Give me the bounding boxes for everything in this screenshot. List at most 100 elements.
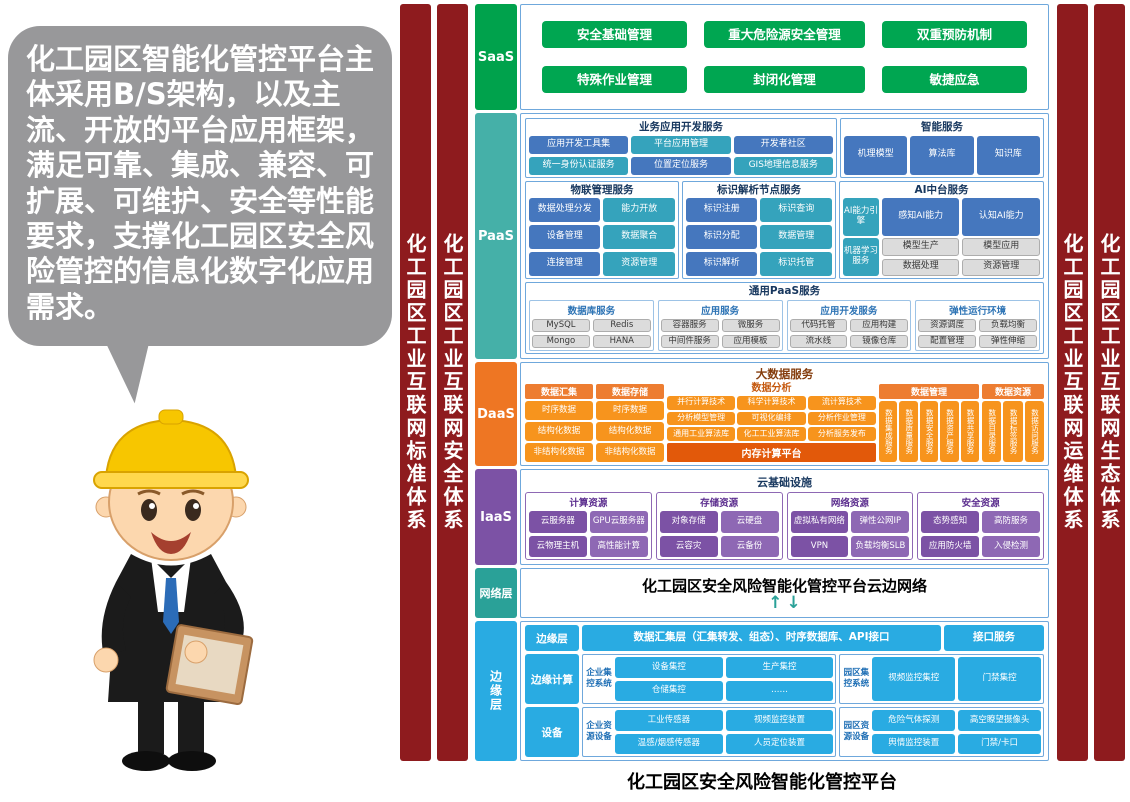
iaas-layer-label: IaaS [475, 469, 517, 565]
paas-service-chip: 标识托管 [760, 252, 832, 276]
iaas-chip: VPN [790, 535, 849, 557]
paas-service-chip: 资源管理 [603, 252, 675, 276]
daas-layer-label: DaaS [475, 362, 517, 466]
group-title: 计算资源 [569, 498, 608, 509]
paas-general-chip: Mongo [532, 334, 590, 348]
paas-general-chip: 弹性伸缩 [979, 334, 1037, 348]
data-storage-items: 时序数据结构化数据非结构化数据 [596, 401, 664, 462]
iot-management-box: 物联管理服务 数据处理分发能力开放设备管理数据聚合连接管理资源管理 [525, 180, 679, 279]
iaas-chip: 云硬盘 [720, 511, 779, 533]
iaas-chip: 云容灾 [659, 535, 718, 557]
saas-content: 安全基础管理重大危险源安全管理双重预防机制 特殊作业管理封闭化管理敏捷应急 [520, 4, 1049, 110]
paas-general-chip: 微服务 [721, 318, 780, 332]
edge-chip: 温感/烟感传感器 [615, 733, 723, 754]
daas-vertical-chip: 数据质量服务 [899, 401, 918, 462]
pillar-operation-system: 化工园区工业互联网运维体系 [1057, 4, 1088, 761]
column-title: 数据汇集 [525, 384, 593, 399]
edge-chip: 视频监控集控 [872, 657, 956, 701]
daas-vertical-chip: 数据安全服务 [919, 401, 939, 462]
security-resource-items: 态势感知高防服务应用防火墙入侵检测 [921, 511, 1040, 557]
daas-vertical-chip: 数据标签服务 [1003, 401, 1023, 462]
daas-chip: 流计算技术 [807, 396, 876, 410]
group-title: 园区集控系统 [843, 668, 870, 689]
data-collect-items: 时序数据结构化数据非结构化数据 [525, 401, 593, 462]
app-dev-service-items: 代码托管应用构建流水线镜像仓库 [789, 318, 909, 348]
saas-app-chip: 重大危险源安全管理 [704, 21, 865, 48]
daas-chip: 可视化编排 [737, 411, 806, 426]
iaas-chip: 云物理主机 [529, 535, 587, 557]
bigdata-body: 数据汇集 时序数据结构化数据非结构化数据 数据存储 时序数据结构化数据非结构化数… [525, 384, 1044, 462]
ml-service-chip: 模型应用 [962, 238, 1040, 256]
arrow-up-icon: ↑ [768, 592, 783, 613]
pillar-security-system: 化工园区工业互联网安全体系 [437, 4, 468, 761]
edge-layer: 边缘层 边缘层 数据汇集层（汇集转发、组态）、时序数据库、API接口 接口服务 … [475, 621, 1049, 761]
daas-chip: 通用工业算法库 [667, 427, 736, 441]
box-title: AI中台服务 [914, 183, 969, 196]
data-management-items: 数据集成服务数据质量服务数据安全服务数据资产服务数据共享服务 [879, 401, 980, 462]
edge-chip: 高空瞭望摄像头 [958, 710, 1041, 731]
device-row: 设备 企业资源设备 工业传感器视频监控装置温感/烟感传感器人员定位装置 园区资源… [525, 707, 1044, 757]
paas-service-chip: 标识解析 [685, 252, 758, 276]
elastic-runtime-group: 弹性运行环境 资源调度负载均衡配置管理弹性伸缩 [915, 299, 1040, 351]
saas-app-chip: 敏捷应急 [881, 66, 1028, 93]
edge-row-label: 设备 [525, 707, 579, 757]
ai-engine-items: 感知AI能力认知AI能力 [881, 198, 1040, 237]
elastic-runtime-items: 资源调度负载均衡配置管理弹性伸缩 [918, 318, 1037, 348]
paas-service-chip: 标识分配 [685, 225, 758, 250]
analysis-title: 数据分析 [751, 383, 792, 394]
group-title: 数据库服务 [567, 305, 616, 317]
memory-computing-bar: 内存计算平台 [667, 443, 876, 462]
edge-row-label: 边缘层 [525, 625, 579, 651]
paas-general-chip: 资源调度 [918, 318, 977, 332]
iaas-chip: 弹性公网IP [851, 511, 910, 533]
iot-service-items: 数据处理分发能力开放设备管理数据聚合连接管理资源管理 [529, 198, 675, 276]
paas-general-chip: 代码托管 [789, 318, 848, 332]
iaas-chip: GPU云服务器 [589, 511, 648, 533]
data-resource-column: 数据资源 数据目录服务数据标签服务数据访问服务 [982, 384, 1044, 462]
ai-capability-chip: 认知AI能力 [962, 198, 1040, 237]
data-management-column: 数据管理 数据集成服务数据质量服务数据安全服务数据资产服务数据共享服务 [879, 384, 980, 462]
iaas-chip: 应用防火墙 [921, 535, 980, 557]
daas-vertical-chip: 数据资产服务 [940, 401, 959, 462]
pillar-ecology-text: 化工园区工业互联网生态体系 [1097, 233, 1121, 532]
ai-engine-row: AI能力引擎 感知AI能力认知AI能力 [842, 198, 1040, 237]
edge-computing-row: 边缘计算 企业集控系统 设备集控生产集控仓储集控…… 园区集控系统 视频监控集控… [525, 654, 1044, 704]
network-layer-label: 网络层 [475, 568, 517, 618]
group-title: 应用开发服务 [820, 305, 878, 317]
paas-service-chip: 数据处理分发 [529, 198, 601, 223]
paas-layer-label: PaaS [475, 113, 517, 359]
app-service-items: 容器服务微服务中间件服务应用模板 [660, 318, 780, 348]
daas-chip: 化工工业算法库 [737, 427, 806, 441]
iaas-chip: 态势感知 [921, 511, 980, 533]
ml-service-chip: 数据处理 [881, 258, 960, 277]
cloud-edge-network-box: 化工园区安全风险智能化管控平台云边网络 ↑ ↓ [520, 568, 1049, 618]
daas-chip: 分析作业管理 [807, 411, 876, 426]
ml-service-label: 机器学习服务 [842, 238, 879, 277]
ai-engine-label: AI能力引擎 [842, 198, 879, 237]
pillar-ecology-system: 化工园区工业互联网生态体系 [1094, 4, 1125, 761]
edge-chip: 人员定位装置 [725, 733, 834, 754]
saas-layer: SaaS 安全基础管理重大危险源安全管理双重预防机制 特殊作业管理封闭化管理敏捷… [475, 4, 1049, 110]
daas-chip: 科学计算技术 [737, 396, 806, 410]
edge-chip: 门禁集控 [958, 657, 1041, 701]
group-title: 网络资源 [830, 498, 869, 509]
storage-resource-group: 存储资源 对象存储云硬盘云容灾云备份 [655, 492, 783, 560]
daas-vertical-chip: 数据访问服务 [1024, 401, 1044, 462]
app-dev-service-group: 应用开发服务 代码托管应用构建流水线镜像仓库 [786, 299, 912, 351]
column-title: 数据资源 [982, 384, 1044, 399]
ml-service-chip: 模型生产 [881, 238, 960, 256]
paas-service-chip: 标识查询 [760, 198, 832, 223]
paas-service-chip: 开发者社区 [733, 135, 833, 154]
iaas-chip: 云服务器 [529, 511, 587, 533]
column-title: 数据存储 [596, 384, 664, 399]
saas-app-chip: 特殊作业管理 [541, 66, 688, 93]
edge-chip: 工业传感器 [615, 710, 723, 731]
